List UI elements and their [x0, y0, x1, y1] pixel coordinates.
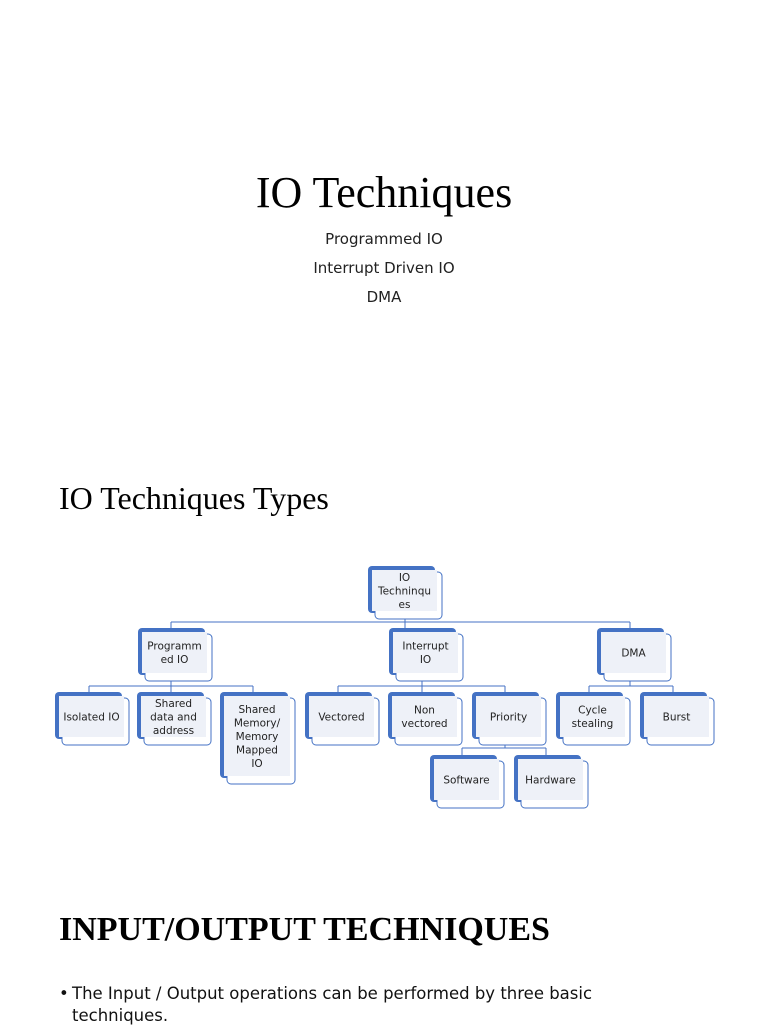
node-label-bg — [476, 696, 541, 737]
slide-1-line-dma: DMA — [366, 288, 402, 306]
node-label-line: Vectored — [318, 711, 364, 723]
diagram-node-vectored: Vectored — [305, 692, 380, 746]
node-label-line: Isolated IO — [63, 711, 119, 723]
diagram-node-dma: DMA — [597, 628, 672, 682]
node-label-line: Non — [414, 705, 435, 717]
node-label-bg — [59, 696, 124, 737]
node-label-line: DMA — [621, 647, 646, 659]
node-label-line: Mapped — [236, 744, 278, 756]
node-label-line: Software — [443, 774, 489, 786]
node-label-line: vectored — [401, 718, 447, 730]
node-label-bg — [372, 570, 437, 611]
node-label-bg — [309, 696, 374, 737]
node-label-line: stealing — [572, 718, 614, 730]
diagram-node-hardware: Hardware — [514, 755, 589, 809]
node-label-line: data and — [150, 711, 197, 723]
diagram-node-software: Software — [430, 755, 505, 809]
node-label-bg — [518, 759, 583, 800]
node-label-line: IO — [420, 654, 431, 666]
node-label-line: ed IO — [161, 654, 189, 666]
diagram-node-isolated: Isolated IO — [55, 692, 130, 746]
node-label-bg — [142, 632, 207, 673]
slide-1-line-programmed-io: Programmed IO — [325, 230, 443, 248]
diagram-node-programmed: Programmed IO — [138, 628, 213, 682]
node-label-line: Hardware — [525, 774, 576, 786]
node-label-line: Shared — [239, 704, 276, 716]
slide-1-line-interrupt-driven-io: Interrupt Driven IO — [313, 259, 455, 277]
node-label-bg — [644, 696, 709, 737]
bullet-item: • The Input / Output operations can be p… — [59, 983, 679, 1027]
node-label-bg — [434, 759, 499, 800]
node-label-line: Cycle — [578, 705, 607, 717]
node-label-line: address — [153, 725, 194, 737]
slide-3-title: INPUT/OUTPUT TECHNIQUES — [59, 911, 550, 948]
node-label-line: Burst — [663, 711, 691, 723]
node-label-bg — [141, 696, 206, 737]
node-label-bg — [224, 696, 290, 776]
node-label-line: IO — [399, 572, 410, 584]
node-label-line: Priority — [490, 711, 527, 723]
node-label-line: IO — [251, 758, 262, 770]
node-label-line: es — [399, 599, 411, 611]
node-label-bg — [560, 696, 625, 737]
bullet-text: The Input / Output operations can be per… — [72, 984, 593, 1025]
diagram-node-priority: Priority — [472, 692, 547, 746]
bullet-dot-icon: • — [59, 984, 69, 1003]
node-label-bg — [393, 632, 458, 673]
node-label-line: Memory — [236, 731, 279, 743]
node-label-line: Memory/ — [234, 717, 281, 729]
node-label-bg — [392, 696, 457, 737]
slide-2-title: IO Techniques Types — [59, 480, 329, 516]
node-label-bg — [601, 632, 666, 673]
node-label-line: Shared — [155, 698, 192, 710]
node-label-line: Programm — [147, 641, 202, 653]
slide-1-title: IO Techniques — [255, 168, 513, 217]
node-label-line: Interrupt — [402, 641, 448, 653]
node-label-line: Techninqu — [377, 585, 431, 597]
diagram-node-burst: Burst — [640, 692, 715, 746]
